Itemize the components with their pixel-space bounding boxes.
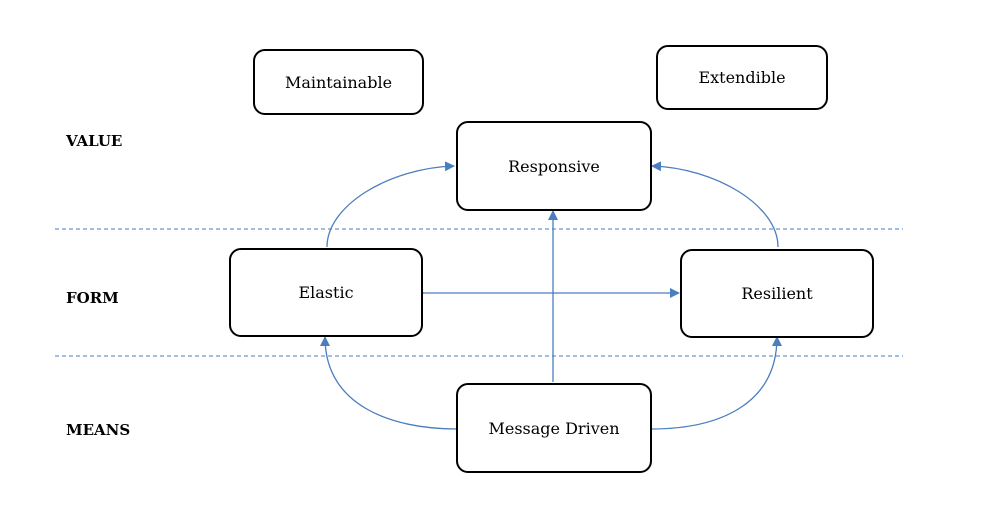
node-message-driven: Message Driven <box>456 383 652 473</box>
arrow-resilient-to-responsive <box>651 161 779 248</box>
level-label-value: VALUE <box>66 132 123 150</box>
node-resilient: Resilient <box>680 249 874 338</box>
arrow-message-driven-to-resilient <box>650 336 782 430</box>
arrow-elastic-to-responsive <box>326 161 455 248</box>
level-label-form: FORM <box>66 289 119 307</box>
node-maintainable: Maintainable <box>253 49 424 115</box>
arrow-message-driven-to-elastic <box>320 336 458 430</box>
node-extendible: Extendible <box>656 45 828 110</box>
node-elastic: Elastic <box>229 248 423 337</box>
level-label-means: MEANS <box>66 421 131 439</box>
node-responsive: Responsive <box>456 121 652 211</box>
